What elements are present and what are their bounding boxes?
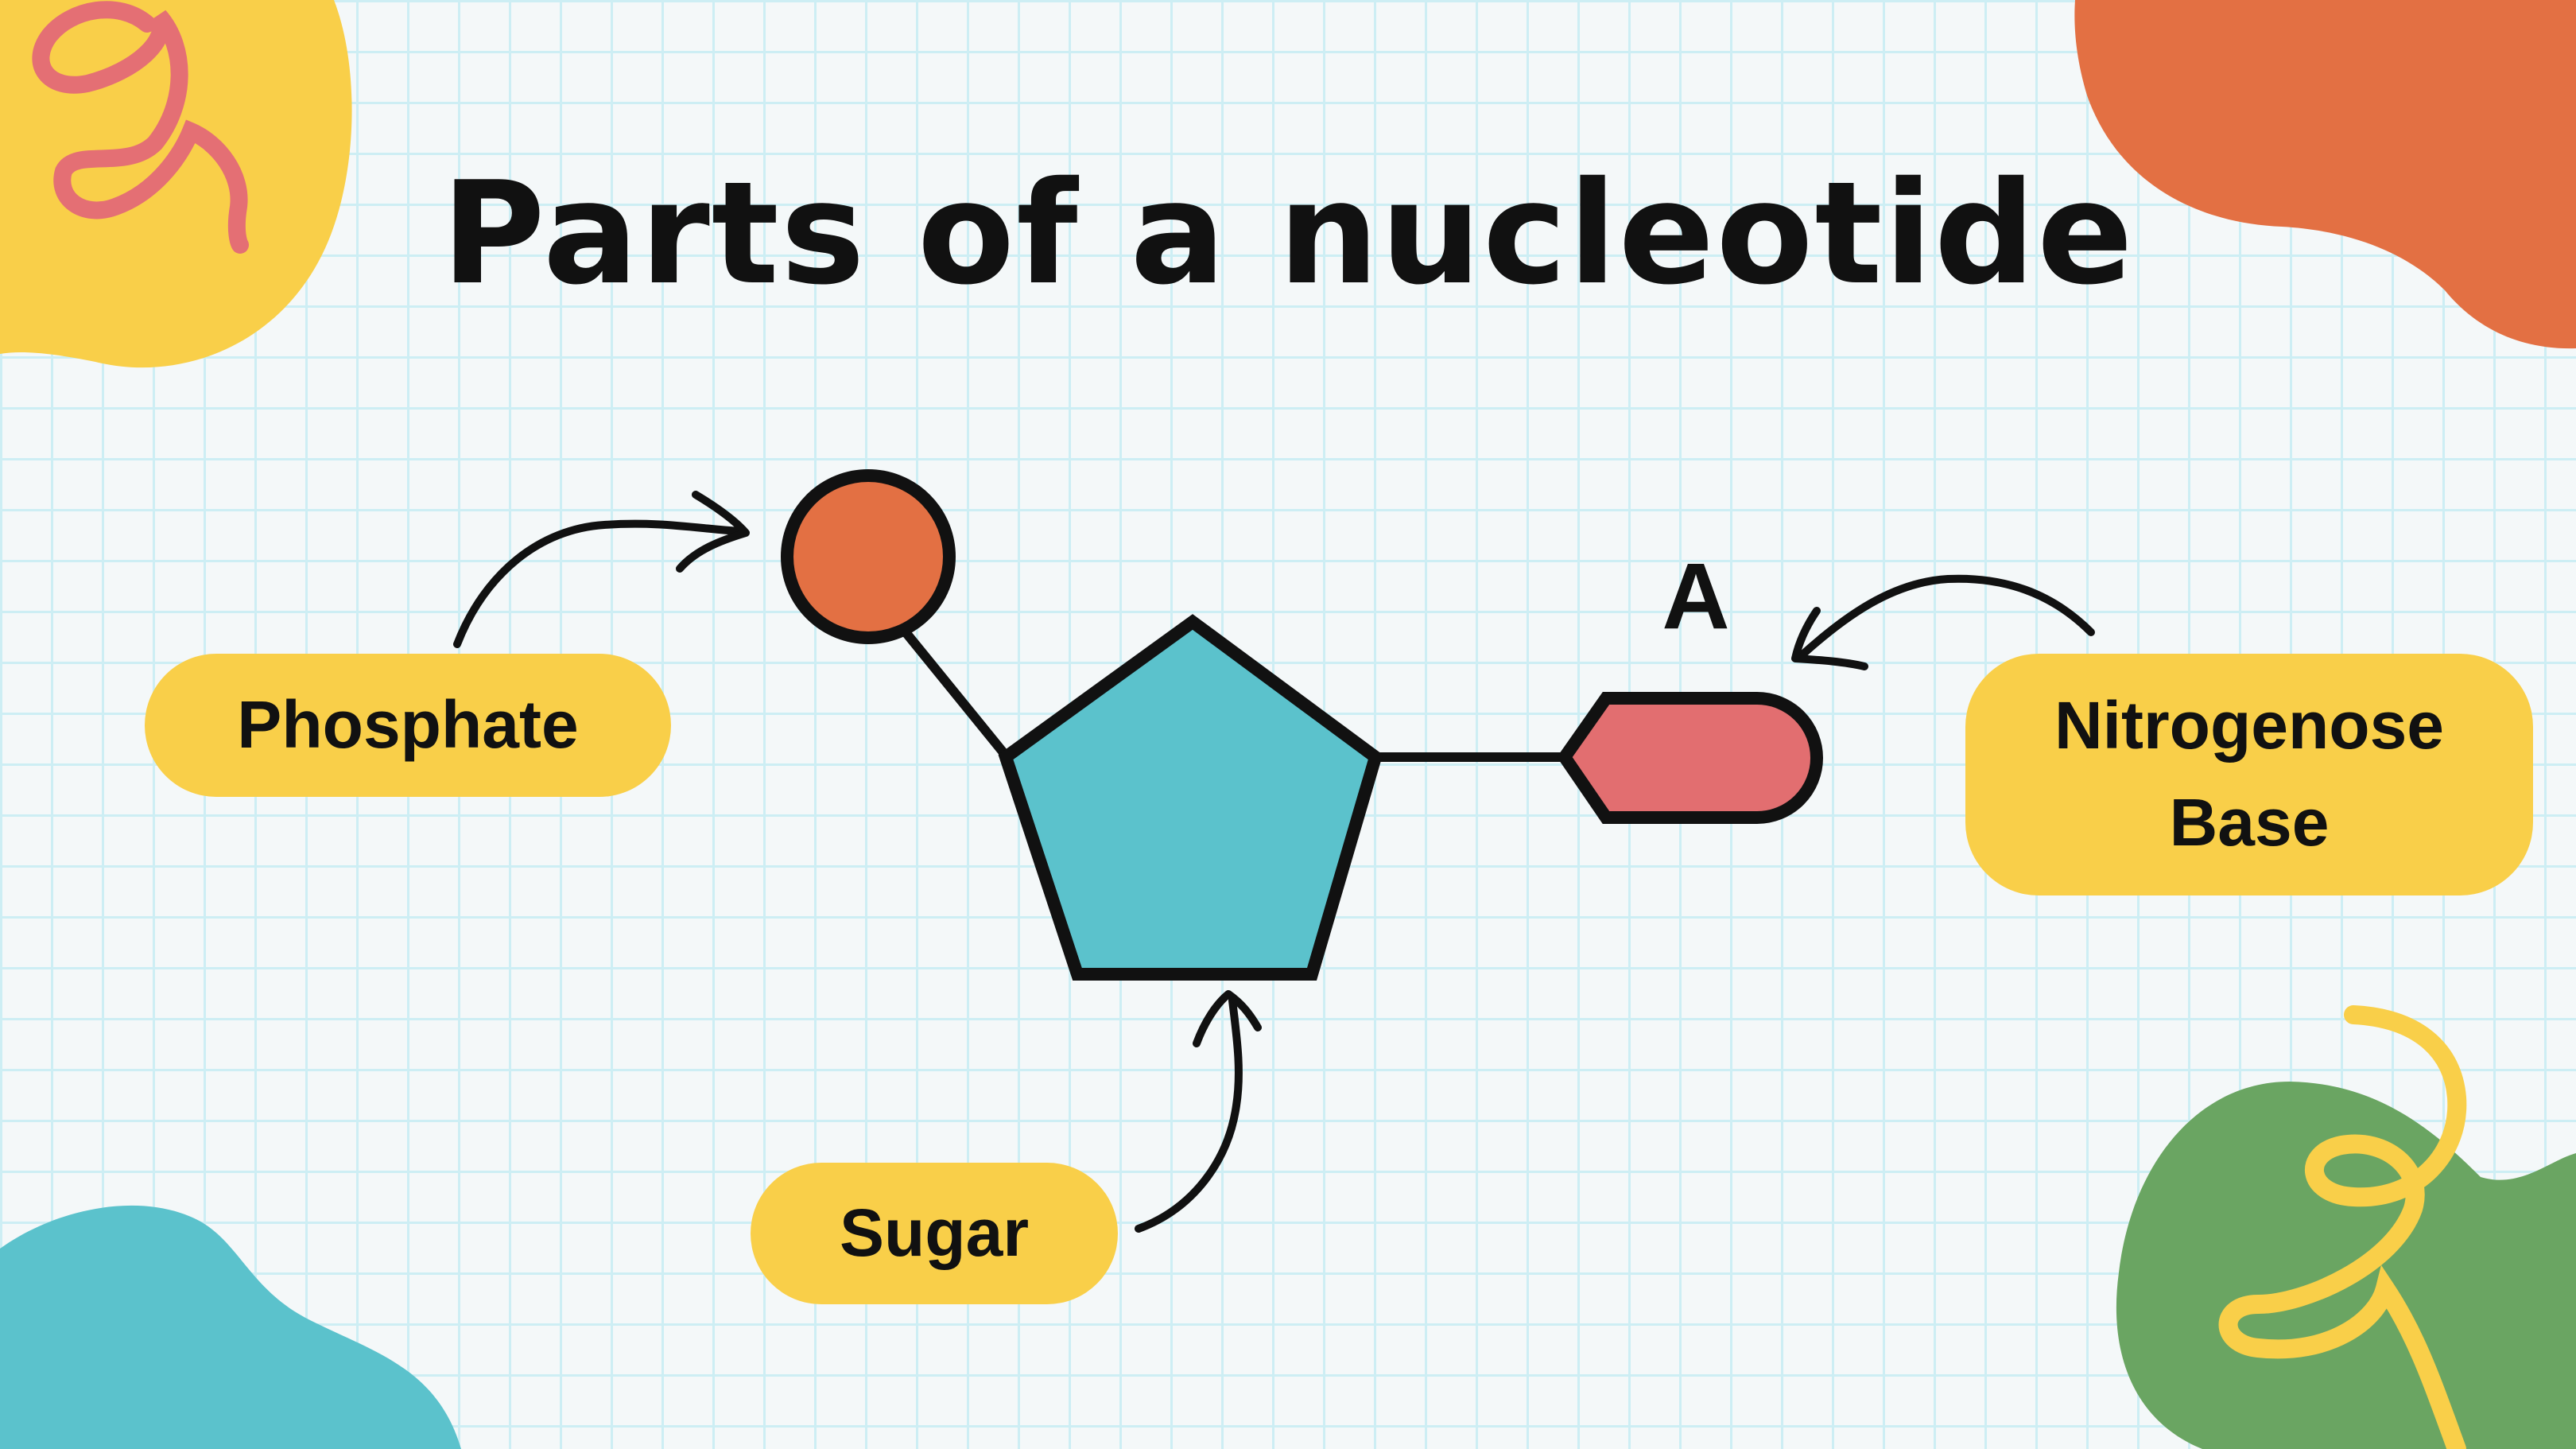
phosphate-arrow [453, 491, 750, 648]
phosphate-circle [781, 469, 956, 644]
nitrogenous-base-label: Nitrogenose Base [1965, 654, 2533, 895]
blob-orange-top-right [2074, 0, 2576, 349]
blob-green-bottom-right [2116, 1082, 2576, 1449]
blob-teal-bottom-left [0, 1205, 461, 1449]
base-arrow [1791, 574, 2095, 670]
base-shape [1557, 692, 1823, 824]
sugar-label: Sugar [751, 1163, 1118, 1304]
sugar-arrow [1135, 990, 1262, 1233]
page-title: Parts of a nucleotide [441, 151, 2135, 316]
sugar-label-text: Sugar [839, 1195, 1030, 1271]
squiggle-pink [32, 1, 249, 254]
phosphate-label-text: Phosphate [237, 687, 579, 763]
phosphate-sugar-bond [898, 623, 1011, 760]
squiggle-yellow [2218, 1005, 2467, 1449]
phosphate-label: Phosphate [145, 654, 671, 797]
base-label-line1: Nitrogenose [2054, 688, 2445, 763]
base-letter: A [1662, 544, 1730, 649]
sugar-pentagon [998, 614, 1383, 981]
base-label-line2: Base [2169, 785, 2330, 860]
